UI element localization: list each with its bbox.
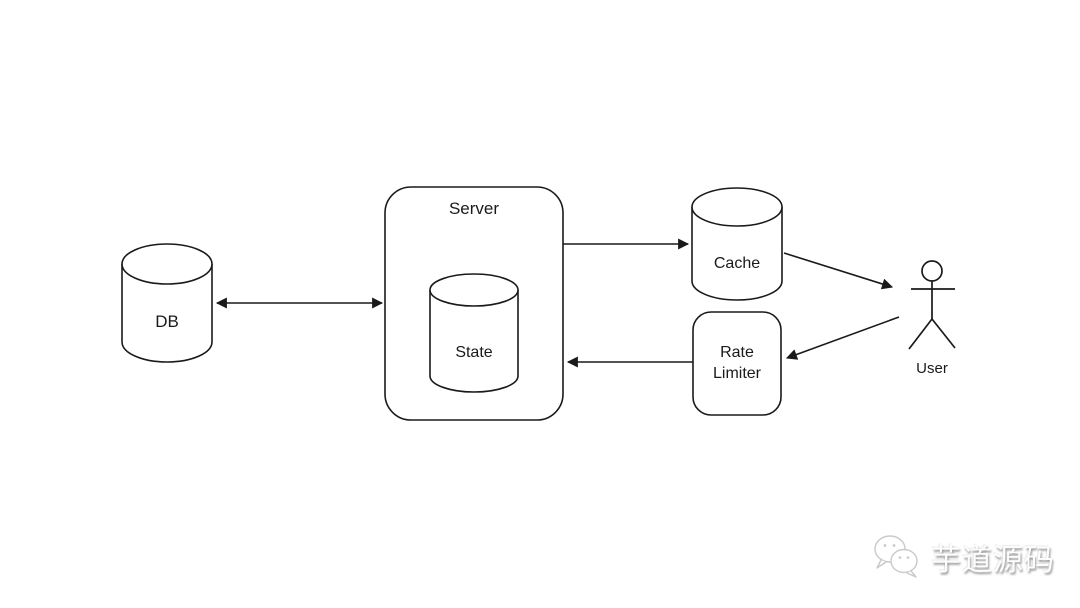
watermark-text: 芋道源码: [931, 544, 1055, 577]
node-state: State: [429, 273, 519, 393]
rate-limiter-box: [692, 311, 782, 416]
db-cylinder-body: [121, 264, 213, 363]
state-cylinder-body: [429, 290, 519, 393]
user-left-leg: [908, 318, 933, 350]
cache-cylinder-body: [691, 207, 783, 301]
user-label: User: [916, 360, 948, 377]
state-label: State: [455, 344, 492, 361]
node-db: DB: [121, 243, 213, 363]
node-rate-limiter: Rate Limiter: [692, 311, 782, 416]
rate-limiter-label-line2: Limiter: [713, 365, 762, 382]
svg-text:Limiter: Limiter: [713, 365, 762, 382]
server-label: Server: [449, 199, 499, 218]
edge-cache-user: [783, 252, 894, 290]
edge-user-rate-limiter: [785, 316, 900, 360]
wechat-icon: [870, 530, 922, 584]
node-user: User: [908, 260, 956, 377]
watermark: 芋道源码: [870, 530, 1055, 584]
state-cylinder-top: [429, 273, 519, 307]
svg-text:Rate: Rate: [720, 344, 754, 361]
node-cache: Cache: [691, 187, 783, 301]
user-head: [921, 260, 943, 282]
rate-limiter-label-line1: Rate: [720, 344, 754, 361]
edges: [215, 238, 900, 368]
cache-cylinder-top: [691, 187, 783, 227]
db-cylinder-top: [121, 243, 213, 285]
cache-label: Cache: [714, 255, 760, 272]
user-right-leg: [931, 318, 956, 349]
db-label: DB: [155, 312, 179, 331]
